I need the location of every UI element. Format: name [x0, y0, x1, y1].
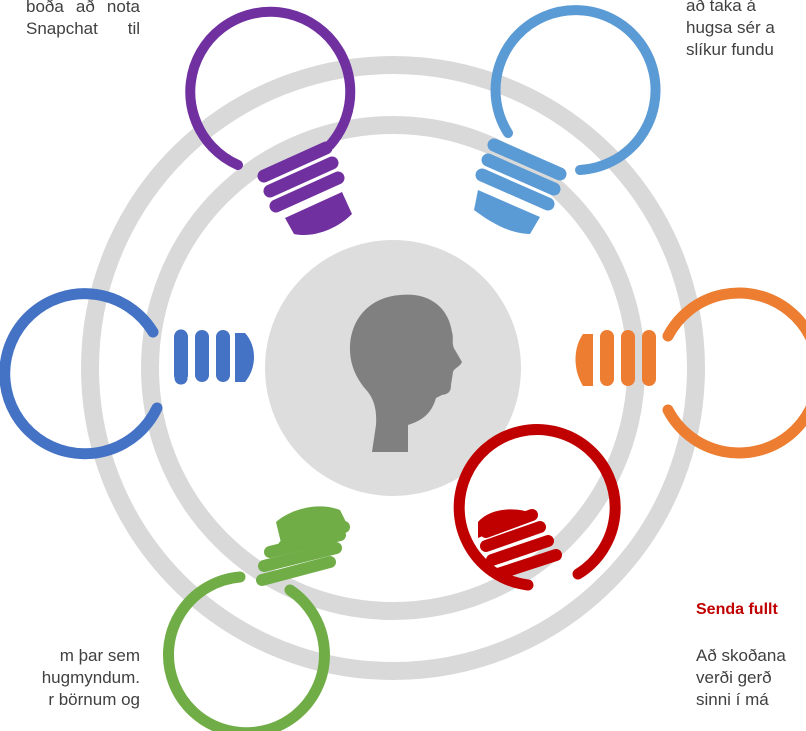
text-line: r börnum og: [48, 690, 140, 709]
human-head-profile-icon: [349, 294, 462, 452]
red-lightbulb-icon: [453, 424, 621, 591]
text-line: m þar sem: [59, 646, 140, 665]
text-line: Að skoðana: [696, 646, 786, 665]
purple-lightbulb-icon: [185, 6, 356, 236]
text-line: að taka á: [686, 0, 756, 15]
section-heading: Senda fullt: [696, 601, 778, 618]
text-line: Snapchat til: [26, 19, 140, 38]
text-line: sinni í má: [696, 690, 769, 709]
text-line: slíkur fundu: [686, 40, 774, 59]
text-block-bottom-left: m þar sem hugmyndum. r börnum og: [34, 645, 140, 711]
blue-lightbulb-icon: [0, 288, 254, 460]
text-block-top-left: boða að nota Snapchat til: [26, 0, 140, 40]
orange-lightbulb-icon: [575, 287, 806, 459]
text-line: verði gerð: [696, 668, 772, 687]
text-block-top-right: að taka á hugsa sér a slíkur fundu: [686, 0, 806, 61]
text-block-bottom-right: Að skoðana verði gerð sinni í má: [696, 645, 806, 711]
green-lightbulb-icon: [162, 506, 350, 731]
text-line: hugmyndum.: [41, 668, 140, 687]
light-blue-lightbulb-icon: [474, 5, 661, 234]
outer-ring: [81, 56, 705, 680]
inner-ring: [141, 116, 645, 620]
text-line: boða að nota: [26, 0, 140, 16]
text-line: hugsa sér a: [686, 18, 775, 37]
